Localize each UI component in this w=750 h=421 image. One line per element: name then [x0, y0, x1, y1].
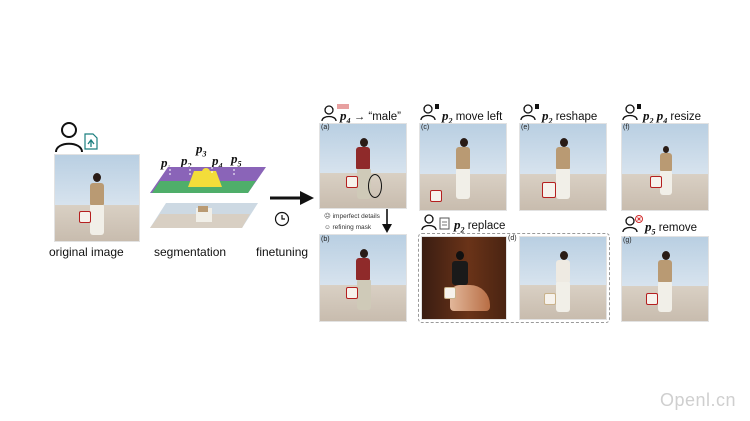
original-image: [54, 154, 140, 242]
segmentation-image-layer: [150, 203, 258, 228]
result-image-c: [419, 123, 507, 211]
text-prompt-icon: [337, 104, 349, 109]
tag-d: (d): [508, 235, 517, 242]
reference-image: [421, 236, 507, 320]
op-a-label: p4 → “male”: [340, 108, 401, 126]
op-f-label: p2 p4 resize: [643, 108, 702, 126]
refining-note: ☺ refining mask: [324, 224, 372, 231]
tag-g: (g): [623, 237, 632, 244]
seg-label-p3: p3: [196, 141, 207, 159]
user-icon: [55, 122, 83, 153]
op-d-label: p2 replace: [454, 217, 506, 235]
result-image-g: [621, 236, 709, 322]
result-image-b: [319, 234, 407, 322]
imperfect-note: ☹ imperfect details: [324, 213, 380, 220]
finetuning-caption: finetuning: [256, 245, 309, 259]
upload-image-icon: [84, 133, 98, 150]
tag-c: (c): [421, 124, 430, 131]
result-image-d: [519, 236, 607, 320]
result-image-a: [319, 123, 407, 209]
clock-icon: [274, 211, 290, 227]
original-image-caption: original image: [49, 245, 124, 259]
refine-arrow: [382, 209, 392, 233]
watermark: Openl.cn: [659, 390, 736, 410]
user-remove-icon: [622, 215, 643, 233]
tag-e: (e): [521, 124, 530, 131]
user-drag-icon: [520, 104, 539, 121]
result-image-f: [621, 123, 709, 211]
replace-group-box: [418, 233, 610, 323]
op-g-label: p5 remove: [645, 219, 698, 237]
user-drag-icon: [622, 104, 641, 121]
tag-a: (a): [321, 124, 330, 131]
seg-label-p4: p4: [212, 153, 223, 171]
seg-label-p5: p5: [231, 151, 242, 169]
user-icon: [321, 105, 337, 122]
pipeline-arrow: [270, 191, 314, 205]
op-c-label: p2 move left: [442, 108, 503, 126]
tag-f: (f): [623, 124, 630, 131]
tag-b: (b): [321, 236, 330, 243]
user-image-icon: [421, 214, 450, 231]
segmentation-mask-layer: [150, 163, 266, 193]
op-e-label: p2 reshape: [542, 108, 598, 126]
segmentation-caption: segmentation: [154, 245, 227, 259]
result-image-e: [519, 123, 607, 211]
user-drag-icon: [420, 104, 439, 121]
